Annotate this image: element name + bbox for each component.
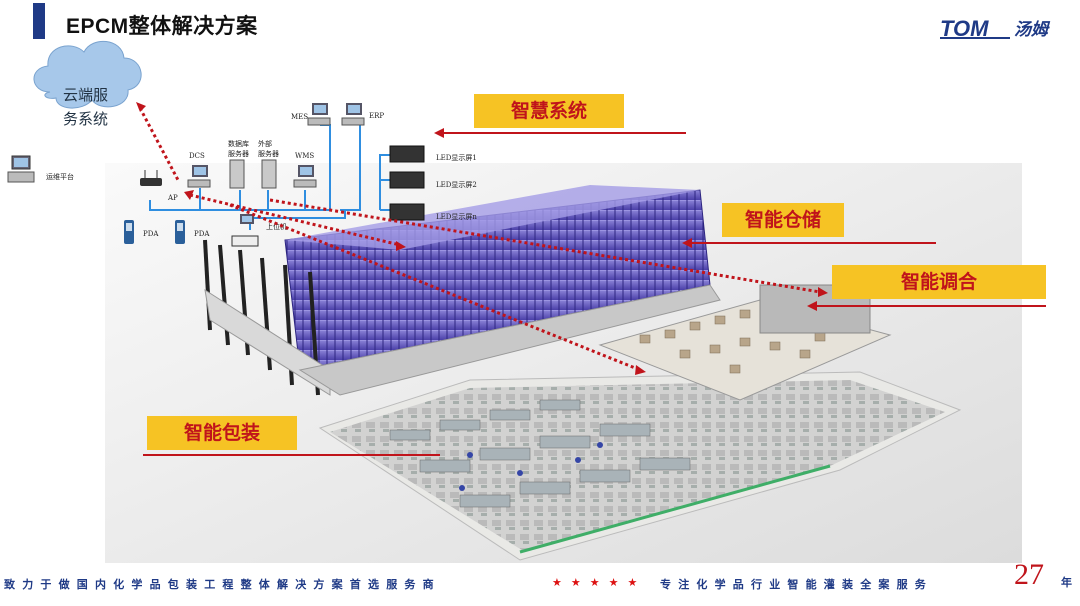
remote-label: 运维平台	[46, 172, 74, 181]
cloud-label-line1: 云端服	[63, 86, 108, 104]
ap-label: AP	[167, 194, 178, 202]
mes-label: MES	[291, 113, 308, 121]
led-screen-1	[390, 146, 424, 162]
footer-right: 专注化学品行业智能灌装全案服务	[660, 576, 933, 592]
pda-icon-1	[124, 220, 134, 244]
ext-label-2: 服务器	[258, 149, 279, 158]
pda-label-2: PDA	[194, 230, 210, 238]
db-label-2: 服务器	[228, 149, 249, 158]
mes-computer-icon	[308, 103, 330, 125]
ext-server-icon	[262, 160, 276, 188]
label-smart-blending: 智能调合	[832, 265, 1046, 299]
cloud-label-line2: 务系统	[63, 110, 108, 128]
footer-left: 致力于做国内化学品包装工程整体解决方案首选服务商	[4, 576, 441, 592]
db-label-1: 数据库	[228, 139, 249, 148]
pda-label-1: PDA	[143, 230, 159, 238]
label-smart-storage: 智能仓储	[722, 203, 844, 237]
page-number: 27	[1014, 558, 1044, 592]
led1-label: LED显示屏1	[436, 154, 477, 162]
erp-label: ERP	[369, 112, 384, 120]
footer-suffix: 年	[1061, 574, 1072, 590]
wms-label: WMS	[295, 152, 314, 160]
led-screen-2	[390, 172, 424, 188]
erp-computer-icon	[342, 103, 364, 125]
db-server-icon	[230, 160, 244, 188]
label-smart-packaging: 智能包装	[147, 416, 297, 450]
ext-label-1: 外部	[258, 139, 272, 148]
footer-slogan: 致力于做国内化学品包装工程整体解决方案首选服务商 ★★★★★ 专注化学品行业智能…	[0, 570, 1080, 598]
led2-label: LED显示屏2	[436, 181, 477, 189]
led-screen-n	[390, 204, 424, 220]
dcs-label: DCS	[189, 152, 205, 160]
ledn-label: LED显示屏n	[436, 213, 477, 221]
pda-icon-2	[175, 220, 185, 244]
footer-stars: ★★★★★	[552, 576, 646, 589]
label-smart-system: 智慧系统	[474, 94, 624, 128]
remote-terminal-icon	[8, 156, 34, 182]
